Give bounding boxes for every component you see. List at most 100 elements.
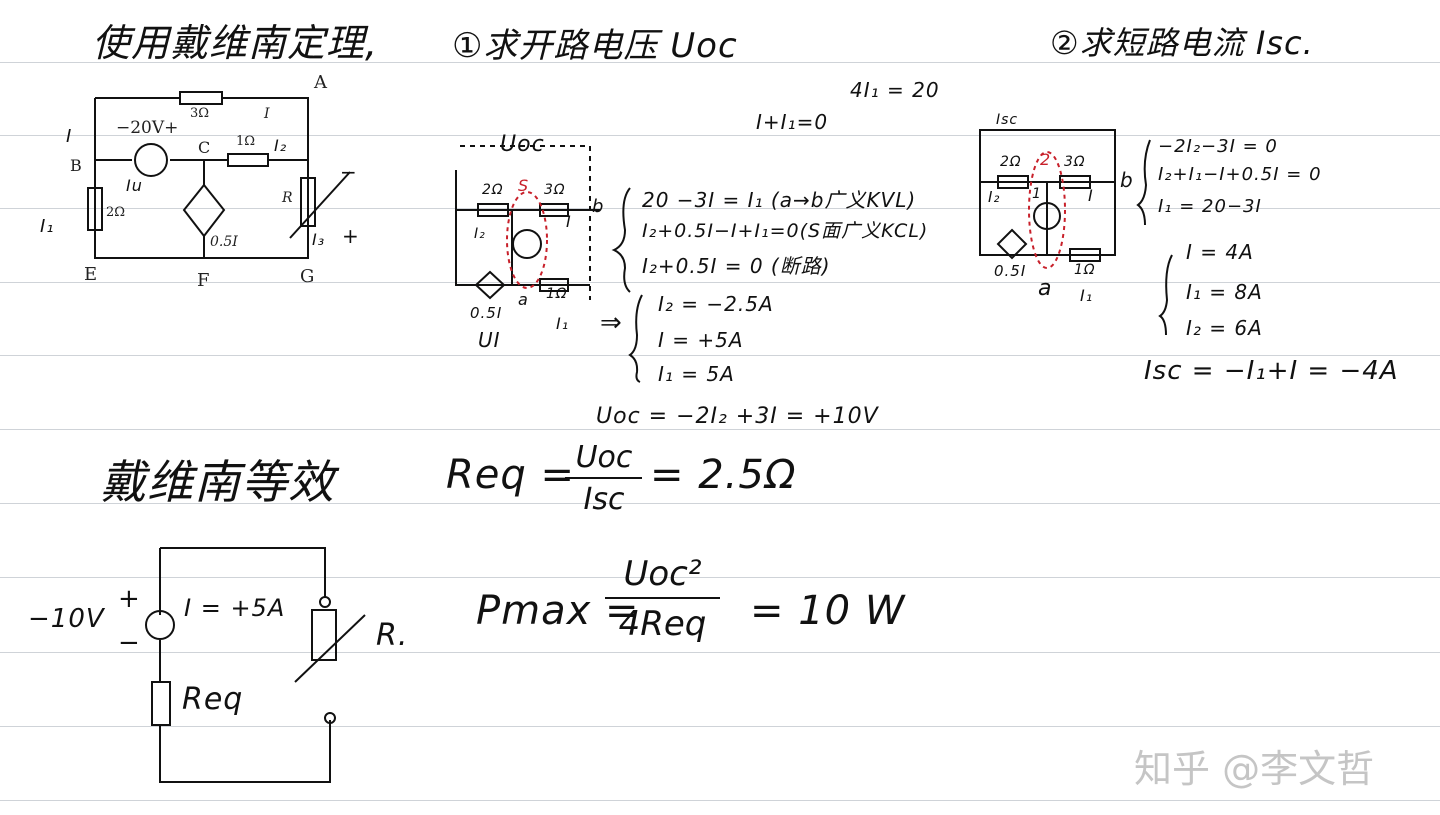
step1-arrow: ⇒ <box>600 308 623 338</box>
c1-resistor-2ohm <box>87 187 103 231</box>
main-title: 使用戴维南定理, <box>92 21 379 65</box>
c2-bottom-wire <box>455 210 590 286</box>
c1-label-I-left: I <box>66 126 73 147</box>
rule-line <box>0 726 1440 727</box>
step1-circuit-05I: 0.5I <box>470 304 503 322</box>
step2-eq: −2I₂−3I = 0 <box>1158 136 1278 157</box>
step2-circuit-1: 1 <box>1032 186 1042 202</box>
step1-circuit-3ohm: 3Ω <box>544 182 566 198</box>
step1-circuit-uoc: Uoc <box>500 132 545 157</box>
step2-result: I = 4A <box>1186 240 1254 264</box>
rule-line <box>0 208 1440 209</box>
step2-circuit-isc: Isc <box>996 112 1019 128</box>
c1-label-minus: − <box>340 160 358 184</box>
pmax-lhs: Pmax = <box>476 588 640 634</box>
step2-circuit-a: a <box>1038 276 1053 301</box>
thevenin-source-number: 10V <box>50 604 105 634</box>
step2-circuit-2: 2 <box>1040 150 1052 169</box>
step2-circuit-b: b <box>1120 168 1134 192</box>
thevenin-req-label: Req <box>182 682 244 717</box>
step3-title: 戴维南等效 <box>100 455 335 509</box>
c1-label-1ohm: 1Ω <box>236 134 256 149</box>
c1-top-wire <box>95 97 309 160</box>
thevenin-current: I = +5A <box>184 594 286 622</box>
c1-label-ccs: 0.5I <box>210 234 238 250</box>
step2-circuit-3ohm: 3Ω <box>1064 154 1086 170</box>
c1-label-plus: + <box>342 224 360 248</box>
c1-label-2ohm: 2Ω <box>106 205 126 220</box>
step1-eq: I₂+0.5I−I+I₁=0(S面广义KCL) <box>642 220 929 242</box>
step2-isc: Isc = −I₁+I = −4A <box>1144 356 1399 386</box>
rule-line <box>0 800 1440 801</box>
c4-load-arrow <box>294 614 366 683</box>
c1-voltage-source <box>134 143 168 177</box>
c1-label-I: I <box>264 106 270 122</box>
step1-circuit-I1: I₁ <box>556 314 570 333</box>
c1-label-R: R <box>282 190 293 206</box>
step1-circuit-I2: I₂ <box>474 226 486 242</box>
c1-label-Iu: Iu <box>126 176 143 195</box>
step1-uoc: Uoc = −2I₂ +3I = +10V <box>596 404 879 429</box>
c1-resistor-3ohm <box>179 91 223 105</box>
step1-circuit-I: I <box>566 212 572 231</box>
step2-circuit-2ohm: 2Ω <box>1000 154 1022 170</box>
c4-load <box>311 609 337 661</box>
c1-node-B: B <box>70 156 82 175</box>
c1-node-G: G <box>300 266 315 287</box>
req-lhs: Req = <box>446 452 576 498</box>
rule-line <box>0 282 1440 283</box>
rule-line <box>0 652 1440 653</box>
pmax-denominator: 4Req <box>618 604 707 644</box>
step1-top-eq1: 4I₁ = 20 <box>850 78 940 102</box>
step1-title: ①求开路电压 Uoc <box>452 26 738 66</box>
req-denominator: Isc <box>583 482 625 517</box>
step1-circuit-S: S <box>518 176 530 195</box>
thevenin-plus: + <box>118 584 141 614</box>
step1-circuit-b: b <box>592 196 605 217</box>
step2-circuit-05I: 0.5I <box>994 262 1027 280</box>
step2-eq: I₂+I₁−I+0.5I = 0 <box>1158 164 1322 185</box>
step1-result: I₂ = −2.5A <box>658 292 774 316</box>
step2-circuit-I2: I₂ <box>988 188 1001 206</box>
req-rhs: = 2.5Ω <box>650 452 797 498</box>
rule-line <box>0 355 1440 356</box>
step1-circuit-1ohm: 1Ω <box>546 286 568 302</box>
c1-label-I2: I₂ <box>274 136 288 155</box>
step1-circuit-a: a <box>518 290 529 309</box>
step2-title: ②求短路电流 Isc. <box>1050 24 1314 62</box>
req-numerator: Uoc <box>575 440 633 475</box>
step1-result: I = +5A <box>658 328 744 352</box>
c1-node-C: C <box>198 138 211 157</box>
c1-label-source: −20V+ <box>116 118 179 138</box>
c4-source <box>145 610 175 640</box>
step2-result: I₁ = 8A <box>1186 280 1263 304</box>
rule-line <box>0 577 1440 578</box>
rule-line <box>0 62 1440 63</box>
rule-line <box>0 429 1440 430</box>
c1-label-3ohm: 3Ω <box>190 106 210 121</box>
thevenin-r-label: R. <box>376 618 409 653</box>
step1-circuit-2ohm: 2Ω <box>482 182 504 198</box>
c1-outer-wire <box>94 98 309 259</box>
pmax-rhs: = 10 W <box>750 588 906 634</box>
c3-outer <box>979 129 1116 256</box>
step1-top-eq2: I+I₁=0 <box>756 110 829 134</box>
step2-eq: I₁ = 20−3I <box>1158 196 1262 217</box>
step2-circuit-I: I <box>1088 186 1094 205</box>
c1-node-A: A <box>314 72 327 93</box>
step2-result: I₂ = 6A <box>1186 316 1263 340</box>
thevenin-minus: − <box>118 628 141 658</box>
c1-node-F: F <box>197 270 210 291</box>
rule-line <box>0 135 1440 136</box>
step2-circuit-1ohm: 1Ω <box>1074 262 1096 278</box>
rule-line <box>0 503 1440 504</box>
step1-circuit-UI: UI <box>478 328 501 352</box>
c1-node-E: E <box>84 264 98 285</box>
c1-label-I1: I₁ <box>40 216 55 237</box>
thevenin-source-value: −10V <box>28 604 105 634</box>
c1-label-I3: I₃ <box>312 230 326 249</box>
c4-req-resistor <box>151 681 171 726</box>
c2-top-dashed <box>460 145 591 300</box>
